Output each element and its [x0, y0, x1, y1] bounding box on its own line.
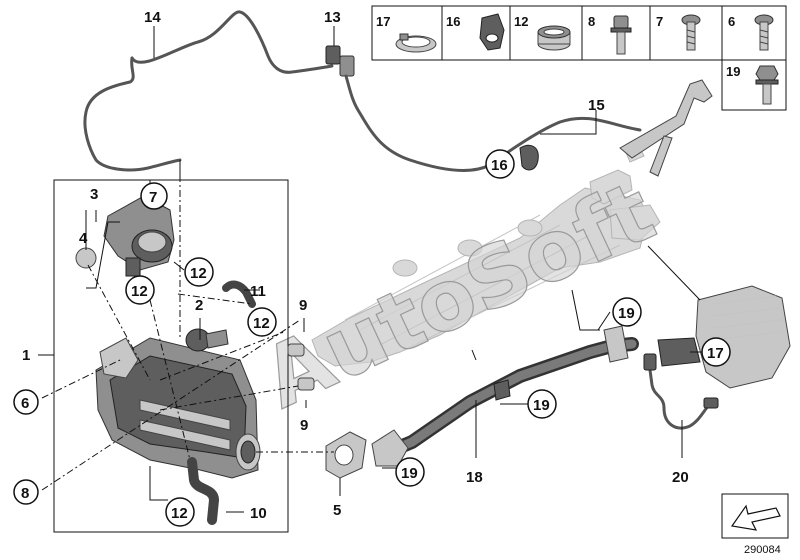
callout-2: 2 — [195, 297, 203, 314]
sensor-connector-13 — [325, 45, 642, 172]
callout-7: 7 — [149, 189, 157, 206]
legend-label-19: 19 — [726, 64, 740, 79]
callout-11: 11 — [250, 283, 266, 300]
callout-7-circle — [140, 182, 168, 210]
hose-clamp-icon — [479, 13, 505, 51]
egr-actuator-7 — [103, 195, 175, 277]
gasket-5 — [325, 431, 367, 479]
legend-label-6: 6 — [728, 14, 735, 29]
callout-1: 1 — [22, 347, 30, 364]
callout-12b: 12 — [131, 283, 148, 300]
callout-6-circle — [13, 389, 39, 415]
callout-15: 15 — [588, 97, 605, 114]
pressure-sensor-2 — [185, 328, 229, 352]
egr-valve-17 — [695, 285, 791, 389]
egr-cooler-1 — [95, 337, 261, 479]
stud-bolt-icon — [755, 65, 779, 105]
clamp-icon — [395, 33, 437, 53]
wiring-harness-14 — [83, 10, 334, 178]
legend-label-17: 17 — [376, 14, 390, 29]
flange-screw-icon — [754, 14, 774, 51]
temperature-sensor-20 — [643, 353, 719, 430]
hose-11 — [222, 280, 256, 308]
hex-screw-icon — [681, 14, 701, 51]
callout-20: 20 — [672, 469, 689, 486]
sleeve-9a — [287, 343, 305, 357]
callout-14: 14 — [144, 9, 161, 26]
callout-13: 13 — [324, 9, 341, 26]
callout-12d: 12 — [171, 505, 188, 522]
callout-labels: 1 2 3 4 5 6 7 8 9 9 10 11 12 12 12 12 13… — [13, 9, 731, 527]
leader-lines — [38, 26, 704, 513]
callout-9a: 9 — [299, 297, 307, 314]
callout-17-circle — [701, 337, 731, 367]
sleeve-9b — [297, 377, 315, 391]
legend-label-7: 7 — [656, 14, 663, 29]
callout-12c: 12 — [253, 315, 270, 332]
callout-9b: 9 — [300, 417, 308, 434]
egr-pipe-18 — [371, 325, 701, 467]
callout-12b-circle — [125, 275, 155, 305]
legend-label-16: 16 — [446, 14, 460, 29]
arrow-direction-icon — [730, 504, 781, 531]
assembly-group-box — [53, 179, 289, 533]
callout-12c-circle — [247, 307, 277, 337]
clip-16 — [519, 144, 539, 171]
callout-19b: 19 — [533, 397, 550, 414]
callout-16-circle — [485, 149, 515, 179]
legend-label-12: 12 — [514, 14, 528, 29]
callout-19c-circle — [395, 457, 425, 487]
orientation-box: 290084 — [721, 493, 789, 556]
callout-18: 18 — [466, 469, 483, 486]
o-ring-4 — [75, 247, 97, 269]
callout-3: 3 — [90, 186, 98, 203]
band-clamp-icon — [537, 25, 571, 51]
callout-19c: 19 — [401, 465, 418, 482]
legend-label-8: 8 — [588, 14, 595, 29]
bracket-15 — [619, 79, 713, 177]
callout-4: 4 — [79, 230, 88, 247]
callout-6: 6 — [21, 395, 29, 412]
callout-5: 5 — [333, 502, 341, 519]
callout-12a: 12 — [190, 265, 207, 282]
small-parts-legend: 17 16 12 8 7 6 19 — [371, 5, 787, 111]
callout-19a: 19 — [618, 305, 635, 322]
callout-19b-circle — [527, 389, 557, 419]
callout-8-circle — [13, 479, 39, 505]
catalog-number: 290084 — [744, 544, 781, 556]
callout-17: 17 — [707, 345, 724, 362]
callout-10: 10 — [250, 505, 267, 522]
callout-12d-circle — [165, 497, 195, 527]
hose-10 — [187, 457, 220, 525]
callout-16: 16 — [491, 157, 508, 174]
callout-8: 8 — [21, 485, 29, 502]
callout-19a-circle — [612, 297, 642, 327]
callout-12a-circle — [184, 257, 214, 287]
collar-bolt-icon — [610, 15, 632, 55]
